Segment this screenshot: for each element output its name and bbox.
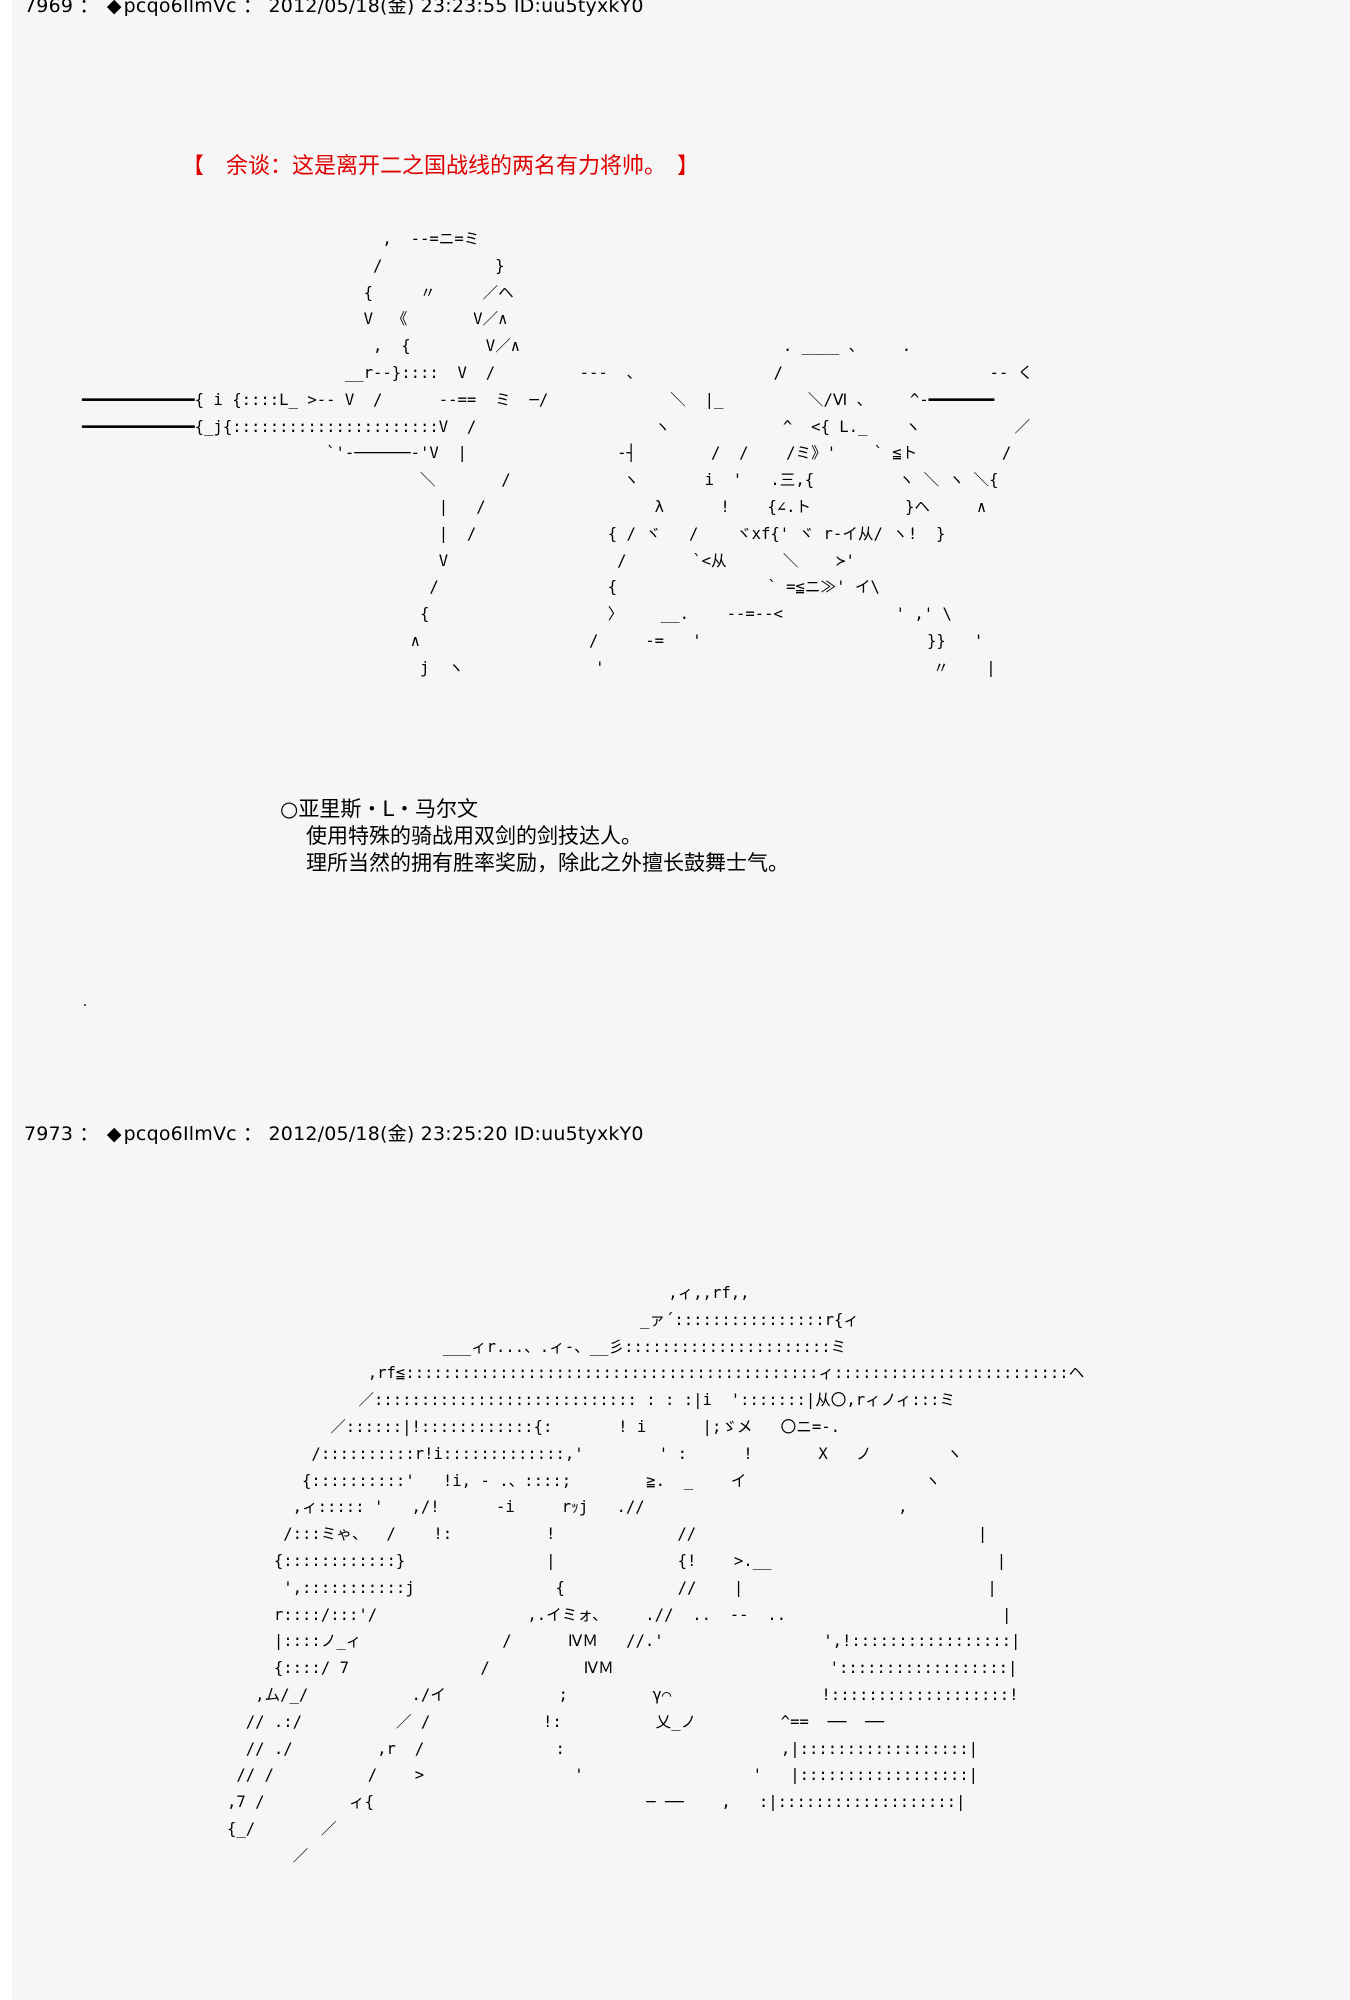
trip-diamond-icon: ◆: [106, 0, 122, 17]
post-header: 7969 ： ◆pcqo6IlmVc ： 2012/05/18(金) 23:23…: [24, 0, 644, 18]
post-id: ID:uu5tyxkY0: [513, 1123, 644, 1145]
trip-diamond-icon: ◆: [106, 1123, 122, 1145]
character-name: ○亚里斯・L・马尔文: [280, 797, 479, 821]
description-line: 使用特殊的骑战用双剑的剑技达人。: [306, 824, 642, 848]
trip-code: pcqo6IlmVc: [123, 1123, 237, 1145]
separator: ：: [79, 0, 99, 17]
post-number: 7973: [24, 1123, 74, 1145]
ascii-art-knight-and-figure: , --=ニ=ミ / } { 〃 ／ヘ V 《 V／∧ , { V／∧: [82, 230, 1034, 677]
post-header: 7973 ： ◆pcqo6IlmVc ： 2012/05/18(金) 23:25…: [24, 1119, 644, 1146]
separator: ：: [79, 1123, 99, 1145]
post-id: ID:uu5tyxkY0: [513, 0, 644, 17]
ascii-art-armored-figure: ,ィ,,rf,, _ァ´::::::::::::::::r{ィ ___ィr...…: [226, 1284, 1085, 1865]
separator: ：: [243, 0, 263, 17]
post-thread: 7969 ： ◆pcqo6IlmVc ： 2012/05/18(金) 23:23…: [12, 0, 1350, 2000]
stray-dot: [84, 1004, 86, 1006]
post-datetime: 2012/05/18(金) 23:25:20: [268, 1123, 508, 1145]
trip-code: pcqo6IlmVc: [123, 0, 237, 17]
aside-note: 【 余谈：这是离开二之国战线的两名有力将帅。 】: [182, 154, 700, 179]
post-number: 7969: [24, 0, 74, 17]
post-datetime: 2012/05/18(金) 23:23:55: [268, 0, 508, 17]
character-description: ○亚里斯・L・马尔文 使用特殊的骑战用双剑的剑技达人。 理所当然的拥有胜率奖励，…: [280, 796, 789, 877]
description-line: 理所当然的拥有胜率奖励，除此之外擅长鼓舞士气。: [306, 851, 789, 875]
separator: ：: [243, 1123, 263, 1145]
